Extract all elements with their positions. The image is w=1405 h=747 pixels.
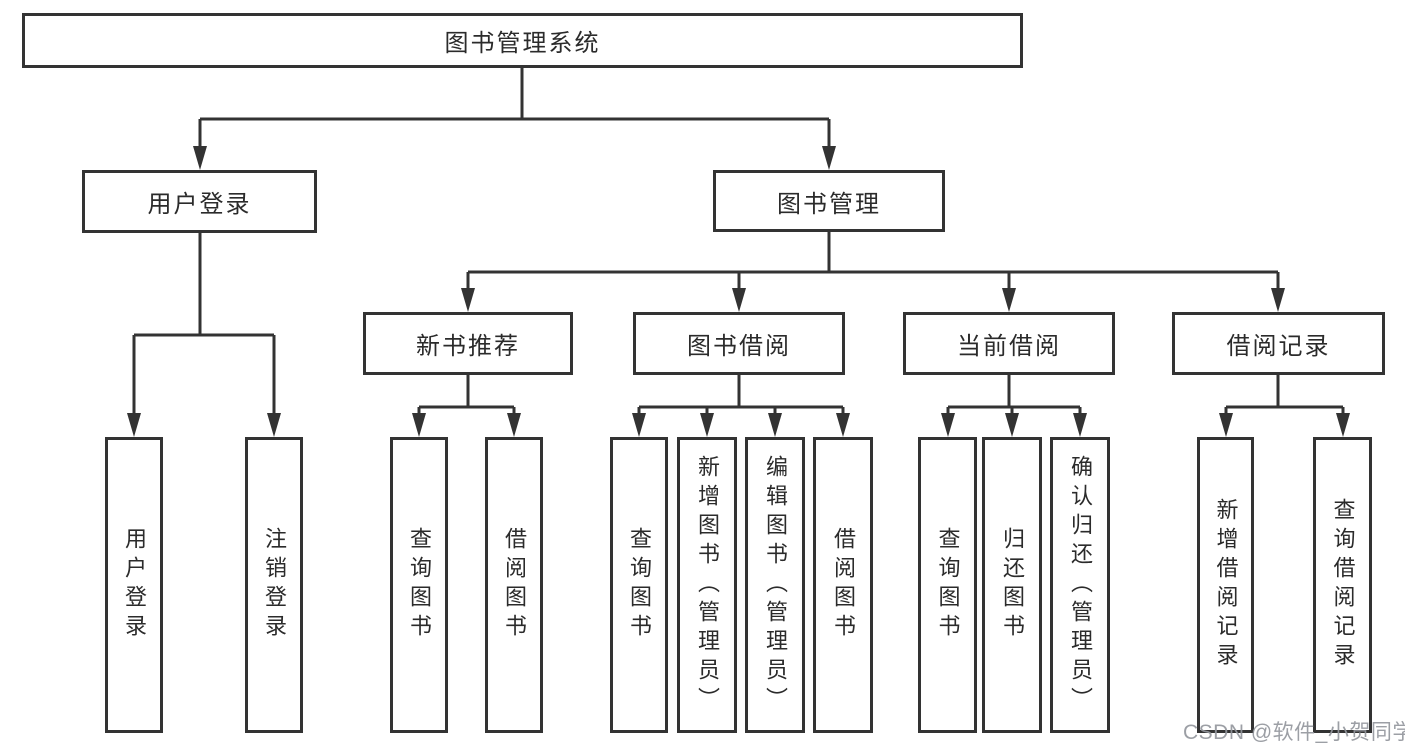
leaf-return-book-label: 归还图书: [1000, 527, 1025, 643]
arrowheads: [127, 146, 1350, 437]
node-user-login-label: 用户登录: [147, 191, 252, 218]
leaf-query-borrow-record: 查询借阅记录: [1313, 437, 1372, 733]
leaf-query-books-recommend: 查询图书: [390, 437, 448, 733]
leaf-logout-label: 注销登录: [262, 527, 287, 643]
leaf-confirm-return-admin-label: 确认归还（管理员）: [1068, 454, 1093, 716]
node-borrowing-records: 借阅记录: [1172, 312, 1385, 375]
leaf-query-books-current: 查询图书: [918, 437, 977, 733]
leaf-edit-book-admin-label: 编辑图书（管理员）: [763, 454, 788, 716]
leaf-query-borrow-record-label: 查询借阅记录: [1330, 498, 1356, 672]
leaf-borrow-books-borrowing-label: 借阅图书: [831, 527, 856, 643]
leaf-add-book-admin: 新增图书（管理员）: [677, 437, 737, 733]
node-book-management: 图书管理: [713, 170, 945, 232]
leaf-logout: 注销登录: [245, 437, 303, 733]
leaf-borrow-books-recommend: 借阅图书: [485, 437, 543, 733]
node-current-borrowing-label: 当前借阅: [957, 333, 1061, 360]
leaf-edit-book-admin: 编辑图书（管理员）: [745, 437, 805, 733]
node-user-login: 用户登录: [82, 170, 317, 233]
leaf-query-books-borrowing: 查询图书: [610, 437, 668, 733]
leaf-borrow-books-borrowing: 借阅图书: [813, 437, 873, 733]
node-root-system: 图书管理系统: [22, 13, 1023, 68]
node-new-book-recommend-label: 新书推荐: [416, 333, 520, 360]
node-borrowing-records-label: 借阅记录: [1226, 333, 1331, 360]
leaf-return-book: 归还图书: [982, 437, 1042, 733]
leaf-query-books-current-label: 查询图书: [935, 527, 961, 643]
node-current-borrowing: 当前借阅: [903, 312, 1115, 375]
leaf-query-books-borrowing-label: 查询图书: [627, 527, 652, 643]
node-book-management-label: 图书管理: [777, 190, 881, 218]
leaf-confirm-return-admin: 确认归还（管理员）: [1050, 437, 1110, 733]
leaf-user-login-label: 用户登录: [122, 527, 147, 643]
node-new-book-recommend: 新书推荐: [363, 312, 573, 375]
csdn-watermark: CSDN @软件_小贺同学: [1183, 721, 1405, 744]
leaf-add-book-admin-label: 新增图书（管理员）: [695, 454, 720, 716]
node-book-borrowing: 图书借阅: [633, 312, 845, 375]
leaf-query-books-recommend-label: 查询图书: [407, 527, 432, 643]
leaf-borrow-books-recommend-label: 借阅图书: [502, 527, 527, 643]
node-book-borrowing-label: 图书借阅: [687, 333, 791, 360]
node-root-system-label: 图书管理系统: [444, 30, 601, 57]
leaf-user-login: 用户登录: [105, 437, 163, 733]
leaf-add-borrow-record-label: 新增借阅记录: [1213, 498, 1239, 672]
leaf-add-borrow-record: 新增借阅记录: [1197, 437, 1254, 733]
